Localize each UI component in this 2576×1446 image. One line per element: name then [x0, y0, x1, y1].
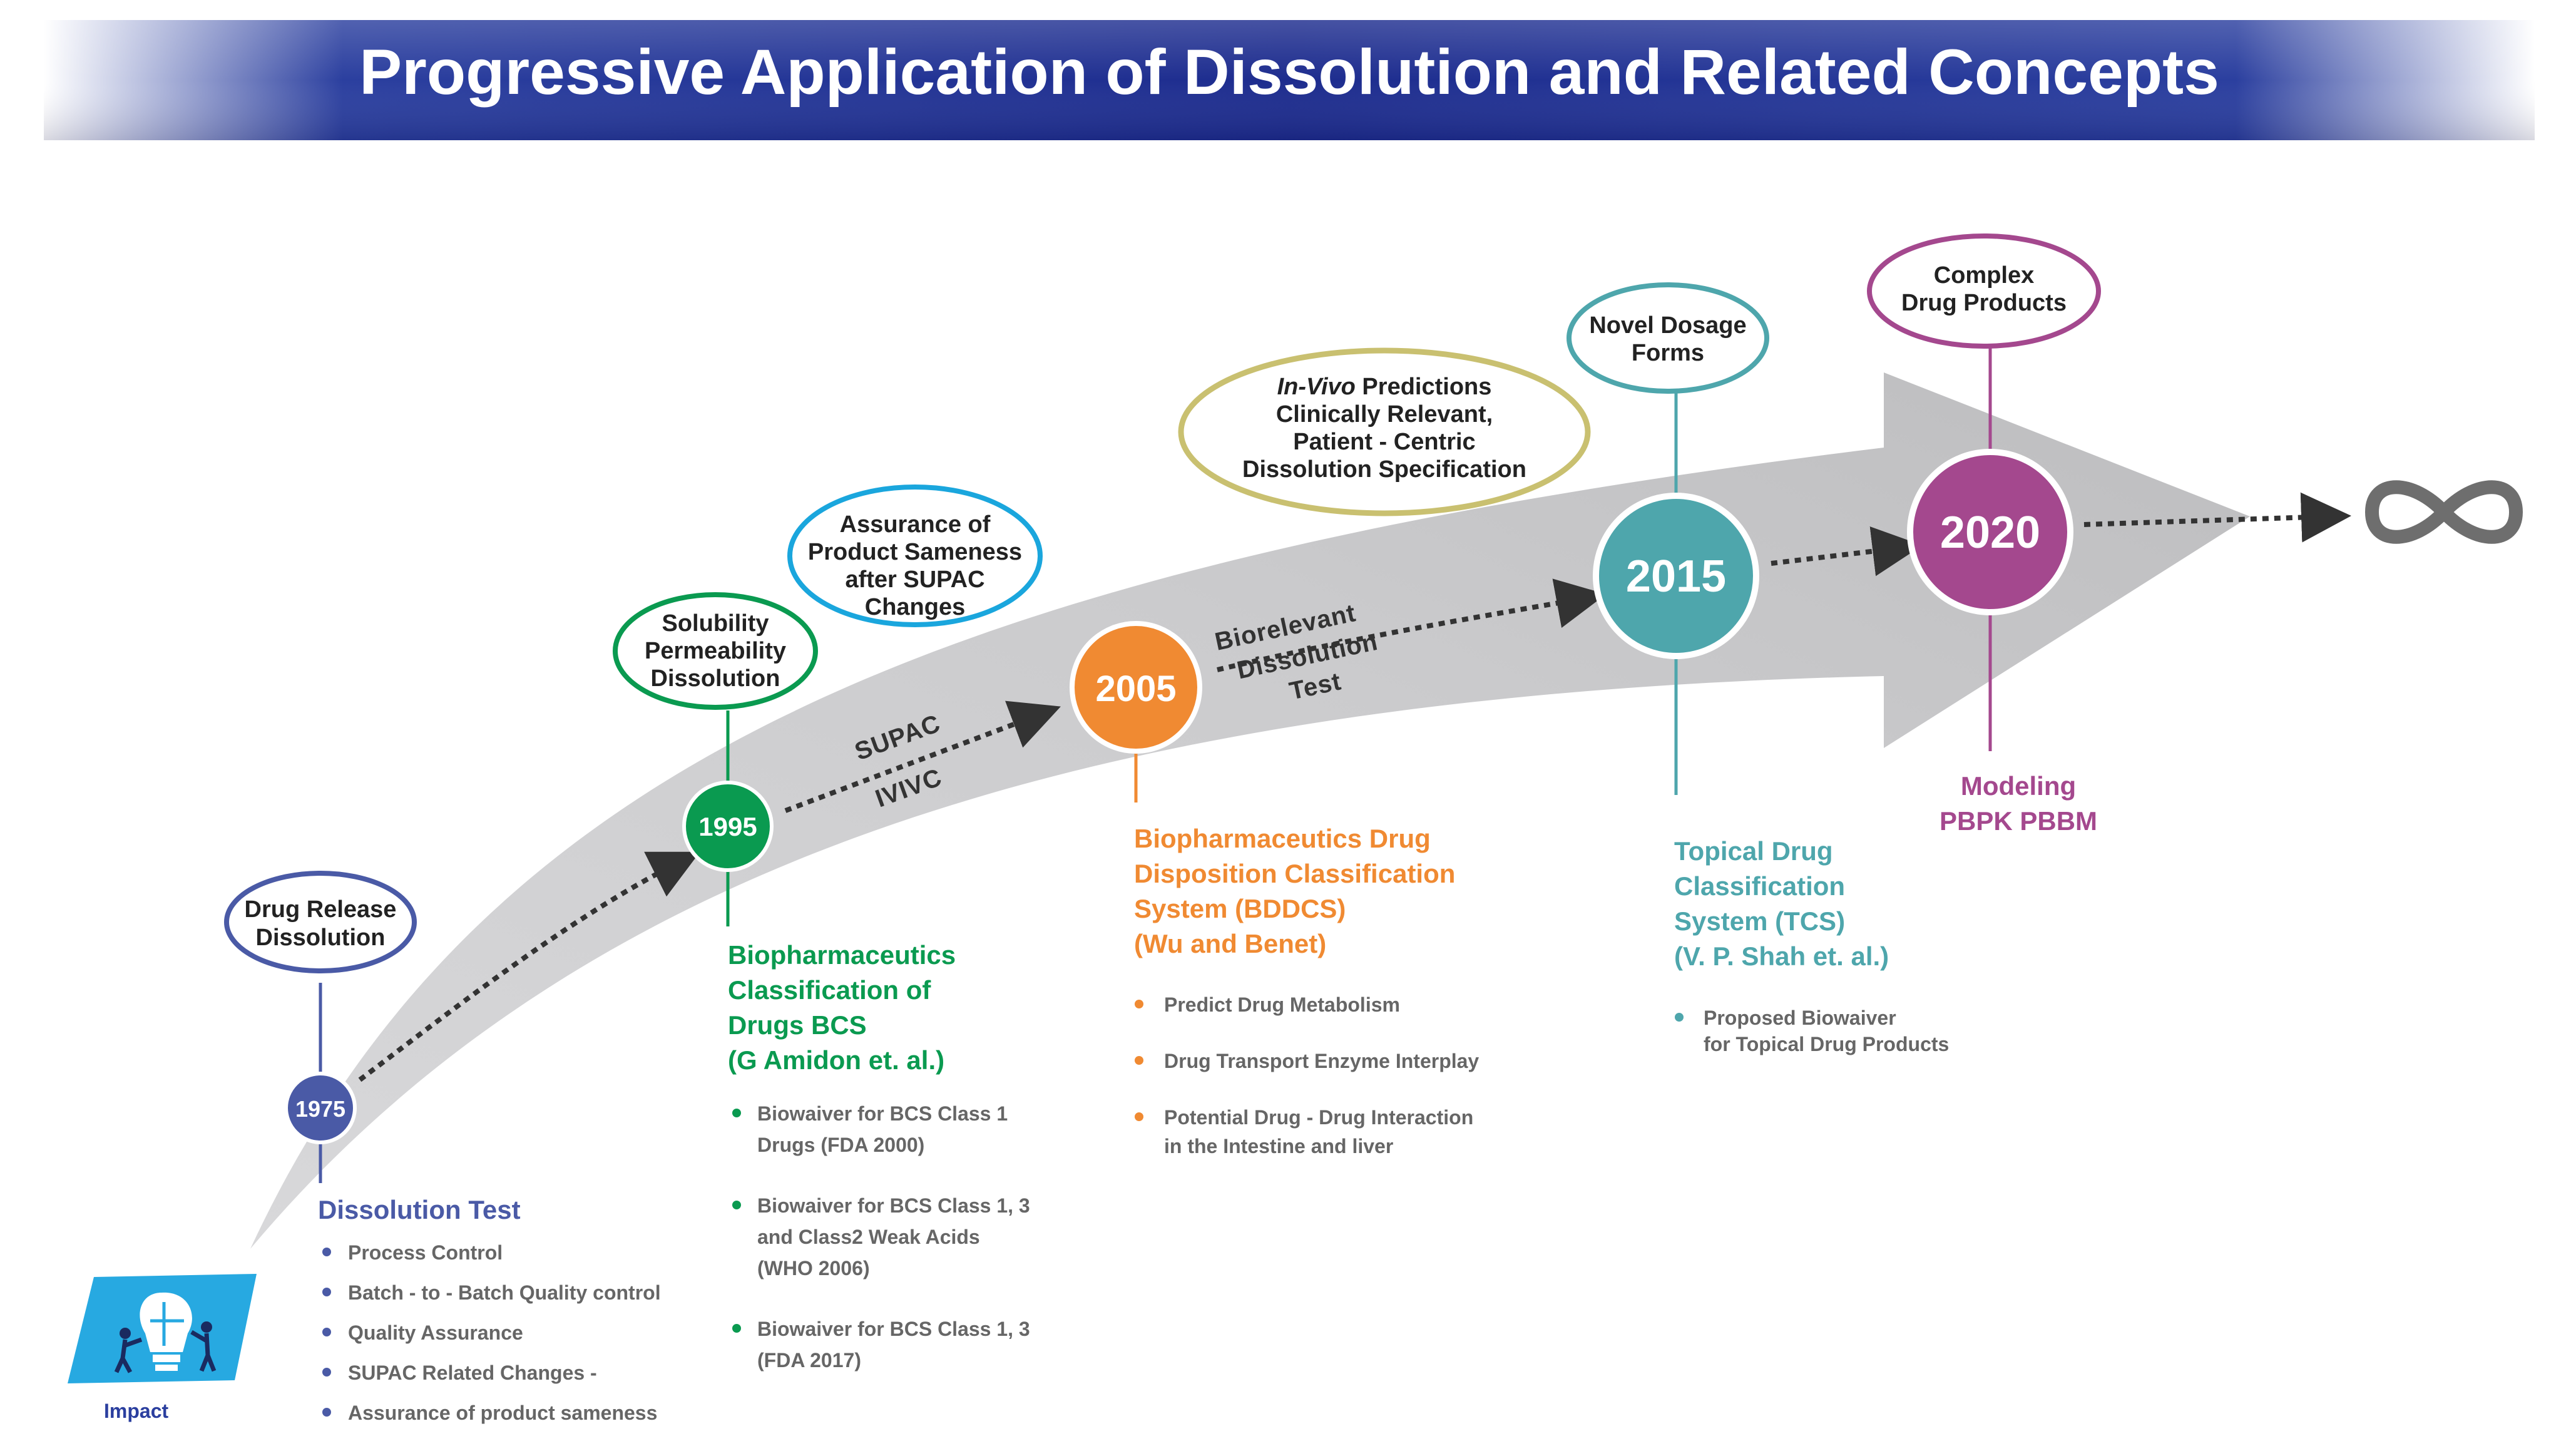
bubble-2015: Novel Dosage Forms [1567, 282, 1769, 394]
bullet-list: Predict Drug Metabolism Drug Transport E… [1135, 993, 1479, 1157]
heading-line: Classification of [728, 975, 931, 1005]
bubble-line: Drug Release [245, 896, 397, 923]
page-title: Progressive Application of Dissolution a… [359, 36, 2219, 108]
heading-line: Drugs BCS [728, 1010, 867, 1040]
bubble-line: Dissolution [256, 925, 386, 951]
bubble-product-sameness: Assurance of Product Sameness after SUPA… [787, 485, 1043, 627]
bubble-2020: Complex Drug Products [1867, 233, 2101, 349]
bubble-italic: In-Vivo [1277, 374, 1356, 400]
bullet-text: Drugs (FDA 2000) [757, 1134, 924, 1156]
block-2005: Biopharmaceutics Drug Disposition Classi… [1134, 824, 1479, 1157]
heading-line: Disposition Classification [1134, 859, 1455, 888]
heading-line: Classification [1674, 871, 1845, 901]
bullet-text: for Topical Drug Products [1704, 1033, 1949, 1055]
block-2020: Modeling PBPK PBBM [1940, 771, 2097, 836]
bullet-list: Proposed Biowaiver for Topical Drug Prod… [1675, 1007, 1949, 1055]
year-label: 1975 [295, 1096, 345, 1122]
connector-2015-2020 [1771, 526, 1923, 577]
bullet-text: Batch - to - Batch Quality control [348, 1281, 661, 1304]
bullet-list: Biowaiver for BCS Class 1 Drugs (FDA 200… [732, 1102, 1030, 1372]
bubble-line: Patient - Centric [1293, 429, 1475, 455]
year-node-2020: 2020 [1907, 449, 2073, 615]
block-1995: Biopharmaceutics Classification of Drugs… [728, 940, 1030, 1372]
bubble-line: Assurance of [840, 511, 991, 538]
bullet-text: Proposed Biowaiver [1704, 1007, 1896, 1029]
year-label: 1995 [698, 812, 757, 841]
bubble-line: Dissolution [651, 665, 780, 692]
title-banner: Progressive Application of Dissolution a… [44, 20, 2535, 140]
bullet-text: Biowaiver for BCS Class 1, 3 [757, 1318, 1030, 1340]
bubble-line: Complex [1934, 262, 2034, 289]
heading-line: System (TCS) [1674, 906, 1845, 936]
bullet-text: Quality Assurance [348, 1321, 523, 1344]
bubble-line: Permeability [645, 638, 786, 664]
year-node-2005: 2005 [1070, 621, 1202, 754]
heading-line: Modeling [1961, 771, 2076, 801]
bubble-1995: Solubility Permeability Dissolution [613, 592, 818, 710]
bubble-2005: In-Vivo Predictions Clinically Relevant,… [1178, 347, 1591, 516]
bubble-rest: Predictions [1356, 374, 1492, 400]
heading-line: (V. P. Shah et. al.) [1674, 941, 1889, 971]
bubble-line: after SUPAC [845, 567, 984, 593]
bullet-text: (FDA 2017) [757, 1349, 861, 1372]
bubble-line: In-Vivo Predictions [1277, 374, 1492, 400]
bullet-text: in the Intestine and liver [1164, 1135, 1393, 1157]
heading-line: PBPK PBBM [1940, 806, 2097, 836]
connector-1975-1995 [358, 851, 700, 1082]
bubble-1975: Drug Release Dissolution [224, 871, 417, 973]
bullet-text: and Class2 Weak Acids [757, 1226, 980, 1248]
bubble-line: Product Sameness [808, 539, 1022, 565]
heading-line: Dissolution Test [318, 1195, 521, 1224]
year-label: 2020 [1940, 508, 2040, 558]
bullet-text: Biowaiver for BCS Class 1, 3 [757, 1194, 1030, 1217]
heading-line: Biopharmaceutics Drug [1134, 824, 1431, 853]
block-2015: Topical Drug Classification System (TCS)… [1674, 836, 1949, 1055]
year-node-1995: 1995 [682, 781, 774, 872]
bubble-line: Forms [1632, 340, 1704, 366]
year-node-2015: 2015 [1593, 493, 1759, 659]
bullet-text: SUPAC Related Changes - [348, 1361, 597, 1384]
bubble-line: Solubility [662, 610, 769, 637]
impact-label: Impact [104, 1400, 168, 1422]
connector-2020-infinity [2083, 492, 2351, 543]
bullet-text: Predict Drug Metabolism [1164, 993, 1400, 1016]
bubble-line: Clinically Relevant, [1276, 401, 1493, 428]
connector-1995-2005 [784, 700, 1061, 813]
bullet-text: (WHO 2006) [757, 1257, 870, 1279]
dotted-connectors [358, 492, 2351, 1082]
heading-line: (Wu and Benet) [1134, 929, 1326, 958]
impact-icon: Impact [68, 1274, 257, 1422]
heading-line: (G Amidon et. al.) [728, 1045, 944, 1075]
bullet-text: Biowaiver for BCS Class 1 [757, 1102, 1008, 1125]
connector-2005-2015 [1217, 578, 1607, 672]
year-label: 2005 [1095, 669, 1176, 709]
heading-line: Biopharmaceutics [728, 940, 956, 970]
year-node-1975: 1975 [284, 1072, 357, 1144]
bubble-line: Dissolution Specification [1242, 456, 1526, 483]
year-label: 2015 [1626, 551, 1726, 602]
bubble-line: Drug Products [1901, 290, 2067, 316]
bullet-text: Potential Drug - Drug Interaction [1164, 1106, 1473, 1129]
heading-line: Topical Drug [1674, 836, 1833, 866]
bubble-line: Novel Dosage [1589, 312, 1746, 339]
bullet-text: Drug Transport Enzyme Interplay [1164, 1050, 1479, 1072]
heading-line: System (BDDCS) [1134, 894, 1346, 923]
infinity-icon [2364, 480, 2523, 544]
bubble-line: Changes [865, 594, 965, 620]
bullet-list: Process Control Batch - to - Batch Quali… [322, 1241, 661, 1424]
bullet-text: Process Control [348, 1241, 503, 1264]
bullet-text: Assurance of product sameness [348, 1402, 657, 1424]
block-1975: Dissolution Test Process Control Batch -… [318, 1195, 661, 1424]
